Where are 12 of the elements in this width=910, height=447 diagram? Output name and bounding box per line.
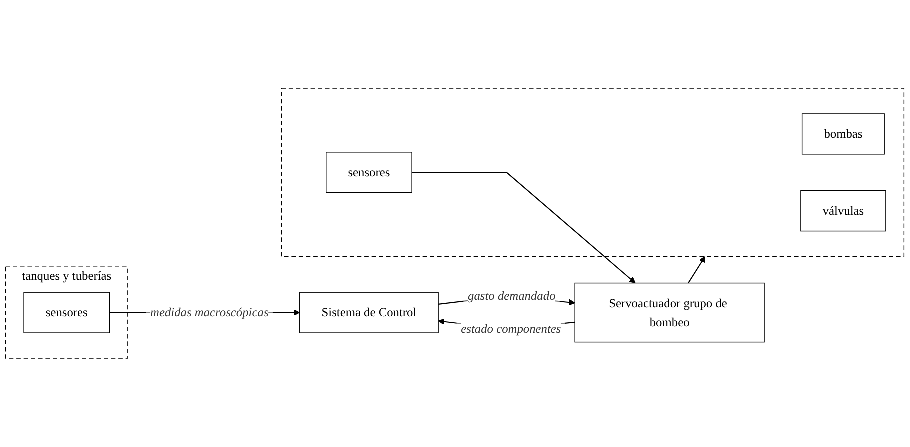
edge-label: estado componentes bbox=[461, 322, 562, 336]
node-box: bombas bbox=[802, 114, 885, 155]
node-box: sensores bbox=[326, 152, 412, 194]
edge-label: medidas macroscópicas bbox=[150, 306, 269, 320]
edge-label: gasto demandado bbox=[468, 289, 556, 303]
node-box: sensores bbox=[24, 292, 110, 334]
arrow bbox=[412, 172, 636, 284]
node-box: Sistema de Control bbox=[300, 292, 439, 334]
arrow bbox=[688, 256, 706, 284]
node-box: Servoactuador grupo de bombeo bbox=[574, 282, 765, 343]
cluster bbox=[281, 88, 905, 258]
node-box: válvulas bbox=[800, 190, 886, 232]
